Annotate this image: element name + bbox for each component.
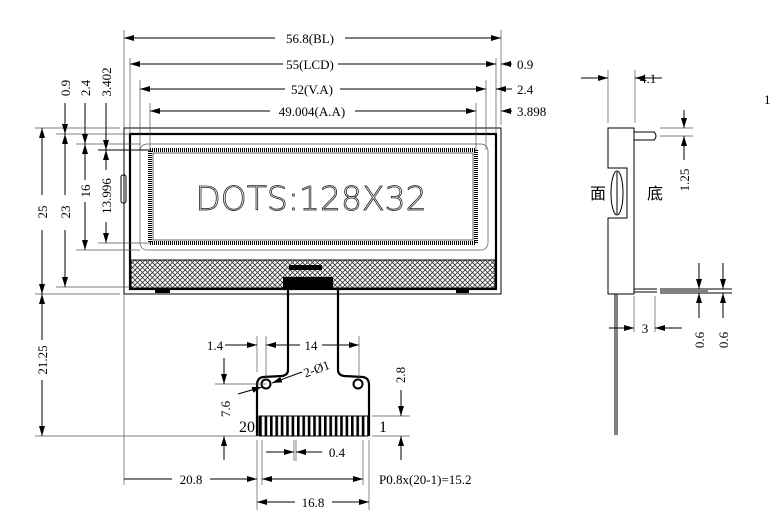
height-25-label: 25 [35, 206, 50, 219]
dim-a-label: 0.6 [692, 331, 707, 348]
pin-dim-label: 1.25 [677, 169, 692, 192]
edge-fragment-text: 1 [764, 92, 770, 107]
fpc-length-label: 21.25 [35, 345, 50, 374]
height-23-label: 23 [58, 206, 73, 219]
right-offset-0: 0.9 [517, 57, 533, 72]
front-face-label: 面 [590, 186, 606, 203]
pad-width-label: 0.4 [329, 445, 346, 460]
hole-offset-label: 1.4 [207, 338, 224, 353]
back-face-label: 底 [647, 185, 663, 203]
left-offset-2: 3.402 [99, 67, 114, 96]
pin-1-label: 1 [379, 419, 387, 436]
viewing-area [139, 143, 489, 251]
mounting-hole [352, 378, 364, 390]
lcd-width-label: 55(LCD) [286, 57, 334, 72]
tail-width-label: 16.8 [302, 495, 325, 510]
offset-left-label: 20.8 [180, 472, 203, 487]
aa-width-label: 49.004(A.A) [279, 104, 345, 119]
bl-width-label: 56.8(BL) [286, 31, 334, 46]
va-width-label: 52(V.A) [291, 82, 333, 97]
front-view: DOTS:128X32 [120, 127, 502, 295]
pad-length-label: 2.8 [393, 367, 408, 383]
left-offset-1: 2.4 [78, 79, 93, 96]
display-resolution-text: DOTS:128X32 [195, 179, 426, 218]
hole-pitch-label: 14 [305, 338, 319, 353]
pin-20-label: 20 [239, 419, 255, 436]
pitch-formula-label: P0.8x(20-1)=15.2 [379, 472, 472, 487]
left-offset-0: 0.9 [58, 80, 73, 96]
right-offset-2: 3.898 [517, 104, 546, 119]
fpc-tail: 1.4 14 2-Ø1 7.6 20 1 2.8 0.4 20.8 P0.8x(… [123, 290, 472, 510]
hole-spec-label: 2-Ø1 [301, 357, 331, 380]
active-area [148, 148, 478, 245]
tail-height-label: 7.6 [218, 400, 233, 417]
side-view: 面 底 4.1 1.25 3 0.6 0.6 [581, 70, 732, 435]
contact-pads [258, 415, 369, 437]
fpc-offset-label: 3 [642, 321, 649, 336]
height-13996-label: 13.996 [99, 178, 114, 214]
backlight-outline [123, 127, 502, 295]
height-16-label: 16 [78, 184, 93, 198]
top-dimensions: 56.8(BL) 55(LCD) 0.9 52(V.A) 2.4 49.004(… [123, 30, 546, 150]
thickness-label: 4.1 [640, 71, 656, 86]
left-dimensions: 25 23 16 13.996 0.9 2.4 3.402 21.25 [35, 67, 257, 437]
dim-b-label: 0.6 [716, 331, 731, 348]
right-offset-1: 2.4 [517, 82, 534, 97]
